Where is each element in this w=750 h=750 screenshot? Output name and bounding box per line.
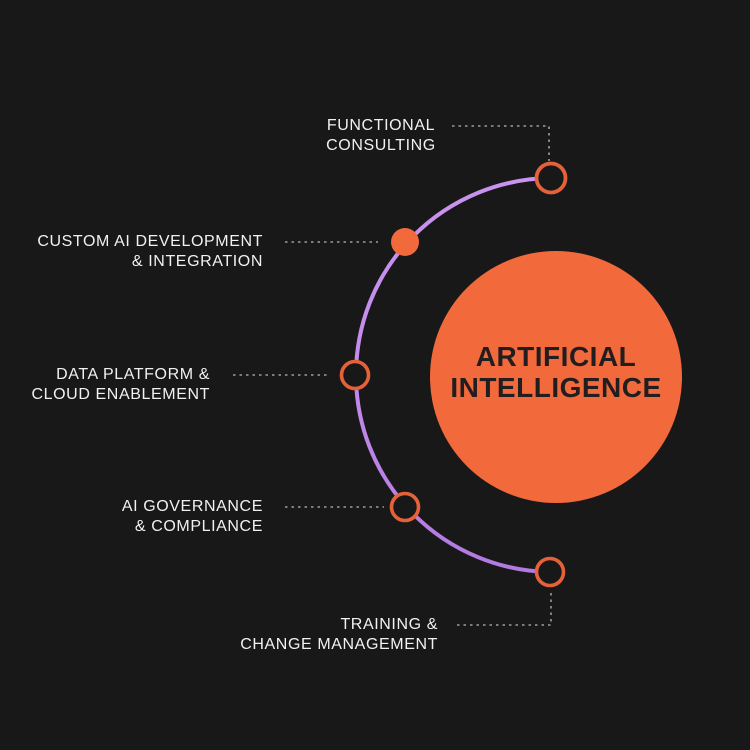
center-circle [430, 251, 682, 503]
leader-line-training [457, 589, 552, 626]
node-data-platform [339, 359, 371, 391]
node-functional-consulting [534, 161, 568, 195]
label-custom-ai-development: CUSTOM AI DEVELOPMENT & INTEGRATION [37, 233, 263, 270]
node-training [534, 556, 566, 588]
leader-line-functional-consulting [452, 125, 550, 161]
label-training-change-management: TRAINING & CHANGE MANAGEMENT [240, 616, 438, 653]
node-custom-ai [391, 228, 419, 256]
label-ai-governance: AI GOVERNANCE & COMPLIANCE [121, 498, 263, 535]
label-data-platform: DATA PLATFORM & CLOUD ENABLEMENT [31, 366, 210, 403]
node-ai-governance [389, 491, 421, 523]
center-title: ARTIFICIAL INTELLIGENCE [450, 341, 662, 403]
label-functional-consulting: FUNCTIONAL CONSULTING [326, 117, 436, 154]
